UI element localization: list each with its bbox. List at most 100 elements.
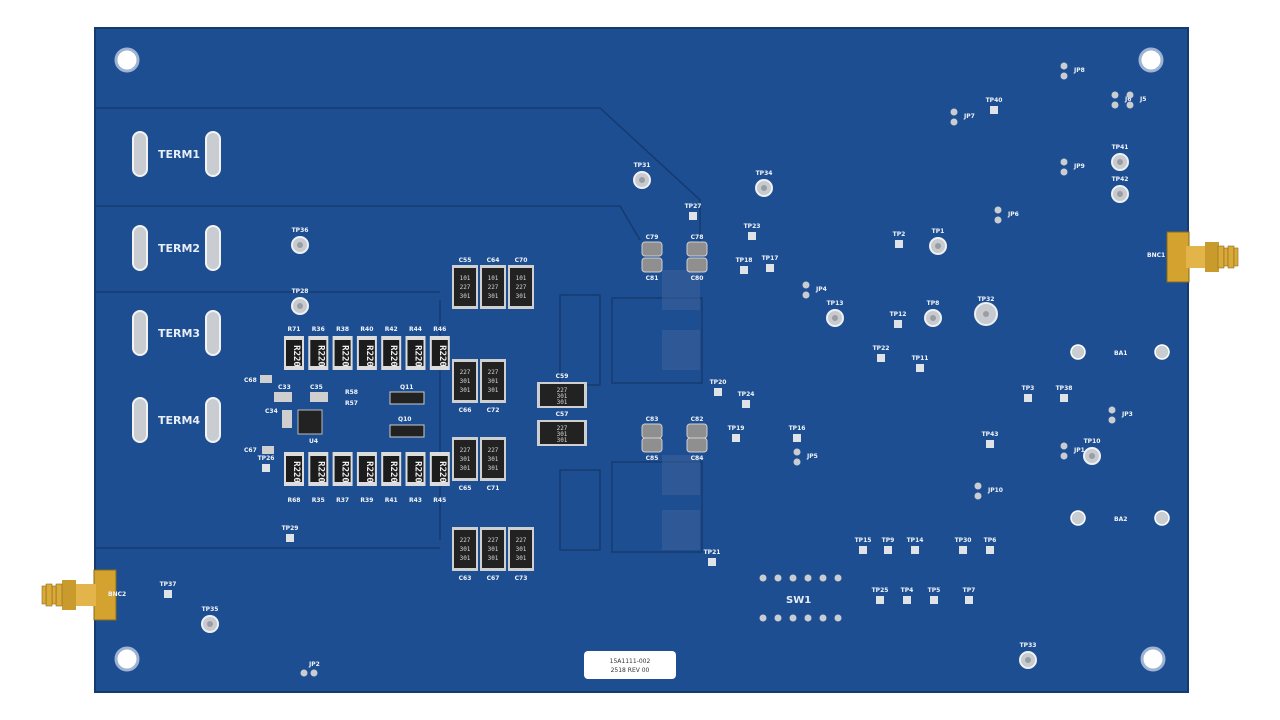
jumper-label: JP7 <box>963 113 975 120</box>
cap-marking: 101 <box>516 275 527 282</box>
test-point-label: TP8 <box>927 300 940 307</box>
test-point-label: TP29 <box>282 525 299 532</box>
cap-marking: 301 <box>557 431 568 438</box>
resistor-top-ref: R44 <box>409 326 422 333</box>
jumper-pin <box>300 669 308 677</box>
cap-marking: 301 <box>516 555 527 562</box>
cap-marking: 301 <box>460 546 471 553</box>
ba1-label: BA1 <box>1114 350 1127 357</box>
test-point-label: TP34 <box>756 170 773 177</box>
test-point-pad <box>286 534 294 542</box>
test-point-pad <box>916 364 924 372</box>
cap-marking: 301 <box>488 465 499 472</box>
test-point-center <box>297 242 303 248</box>
jumper-pin <box>310 669 318 677</box>
test-point-label: TP15 <box>855 537 872 544</box>
jumper-label: JP2 <box>308 661 320 668</box>
test-point-label: TP30 <box>955 537 972 544</box>
resistor-top-body <box>334 340 351 366</box>
test-point-label: TP24 <box>738 391 755 398</box>
test-point-center <box>1089 453 1095 459</box>
small-cap-ref: C85 <box>646 455 659 462</box>
jumper-pin <box>994 216 1002 224</box>
test-point-label: TP14 <box>907 537 924 544</box>
resistor-bottom-ref: R39 <box>360 497 373 504</box>
bnc-connector-right <box>1166 231 1239 283</box>
cap-body <box>510 530 532 568</box>
resistor-top-value: R220 <box>437 345 447 367</box>
resistor-bottom-value: R220 <box>340 461 350 483</box>
test-point-pad <box>689 212 697 220</box>
resistor-top-body <box>286 340 302 366</box>
small-cap-body <box>641 423 663 439</box>
u4-label: U4 <box>309 438 318 445</box>
small-cap-ref: C82 <box>691 416 704 423</box>
test-point-label: TP5 <box>928 587 941 594</box>
sticker-line1: 15A1111-002 <box>610 658 651 665</box>
cap-marking: 227 <box>516 284 527 291</box>
test-point-pad <box>742 400 750 408</box>
test-point-label: TP9 <box>882 537 895 544</box>
test-point-pad <box>793 434 801 442</box>
jumper-pin <box>950 108 958 116</box>
cap-ref: C66 <box>459 407 472 414</box>
test-point-pad <box>990 106 998 114</box>
resistor-top-ref: R46 <box>433 326 446 333</box>
resistor-bottom-value: R220 <box>291 461 301 483</box>
resistor-bottom-ref: R43 <box>409 497 422 504</box>
jumper-pin <box>1060 158 1068 166</box>
test-point-label: TP13 <box>827 300 844 307</box>
test-point-label: TP4 <box>901 587 914 594</box>
cap-body <box>482 530 504 568</box>
cap-body <box>482 268 504 306</box>
cap-ref: C72 <box>487 407 500 414</box>
mounting-holes <box>114 47 1166 672</box>
jumper-pin <box>1060 72 1068 80</box>
jumper-pin <box>974 482 982 490</box>
cap-marking: 227 <box>557 387 568 394</box>
test-point-center <box>297 303 303 309</box>
cap-marking: 301 <box>460 456 471 463</box>
resistor-top-value: R220 <box>340 345 350 367</box>
small-cap-body <box>686 241 708 257</box>
term2-label: TERM2 <box>158 242 200 255</box>
test-point-label: TP22 <box>873 345 890 352</box>
test-point-center <box>639 177 645 183</box>
test-point-center <box>761 185 767 191</box>
sw1-header <box>759 574 842 622</box>
test-point-center <box>207 621 213 627</box>
test-point-label: TP3 <box>1022 385 1035 392</box>
cap-ref: C73 <box>515 575 528 582</box>
small-cap-ref: C78 <box>691 234 704 241</box>
test-point-label: TP6 <box>984 537 997 544</box>
small-cap-ref: C84 <box>691 455 704 462</box>
cap-marking: 227 <box>488 537 499 544</box>
cap-marking: 301 <box>460 293 471 300</box>
cap-body <box>454 440 476 478</box>
test-point-label: TP19 <box>728 425 745 432</box>
q10-label: Q10 <box>398 416 411 423</box>
test-point-pad <box>884 546 892 554</box>
test-point-pad <box>164 590 172 598</box>
r57-label: R57 <box>345 400 358 407</box>
test-point-center <box>935 243 941 249</box>
cap-marking: 227 <box>488 369 499 376</box>
test-point-label: TP26 <box>258 455 275 462</box>
resistor-top-value: R220 <box>388 345 398 367</box>
resistor-bottom-value: R220 <box>364 461 374 483</box>
test-point-label: TP40 <box>986 97 1003 104</box>
test-point-pad <box>911 546 919 554</box>
jumper-label: JP4 <box>815 286 827 293</box>
test-point-label: TP10 <box>1084 438 1101 445</box>
cap-marking: 301 <box>516 546 527 553</box>
test-point-pad <box>877 354 885 362</box>
test-point-label: TP20 <box>710 379 727 386</box>
test-point-label: TP31 <box>634 162 651 169</box>
pcb-substrate <box>95 28 1188 692</box>
resistor-bottom-ref: R35 <box>312 497 325 504</box>
cap-body <box>454 530 476 568</box>
test-point-pad <box>895 240 903 248</box>
resistor-bottom-ref: R41 <box>385 497 398 504</box>
resistor-top-ref: R71 <box>288 326 301 333</box>
